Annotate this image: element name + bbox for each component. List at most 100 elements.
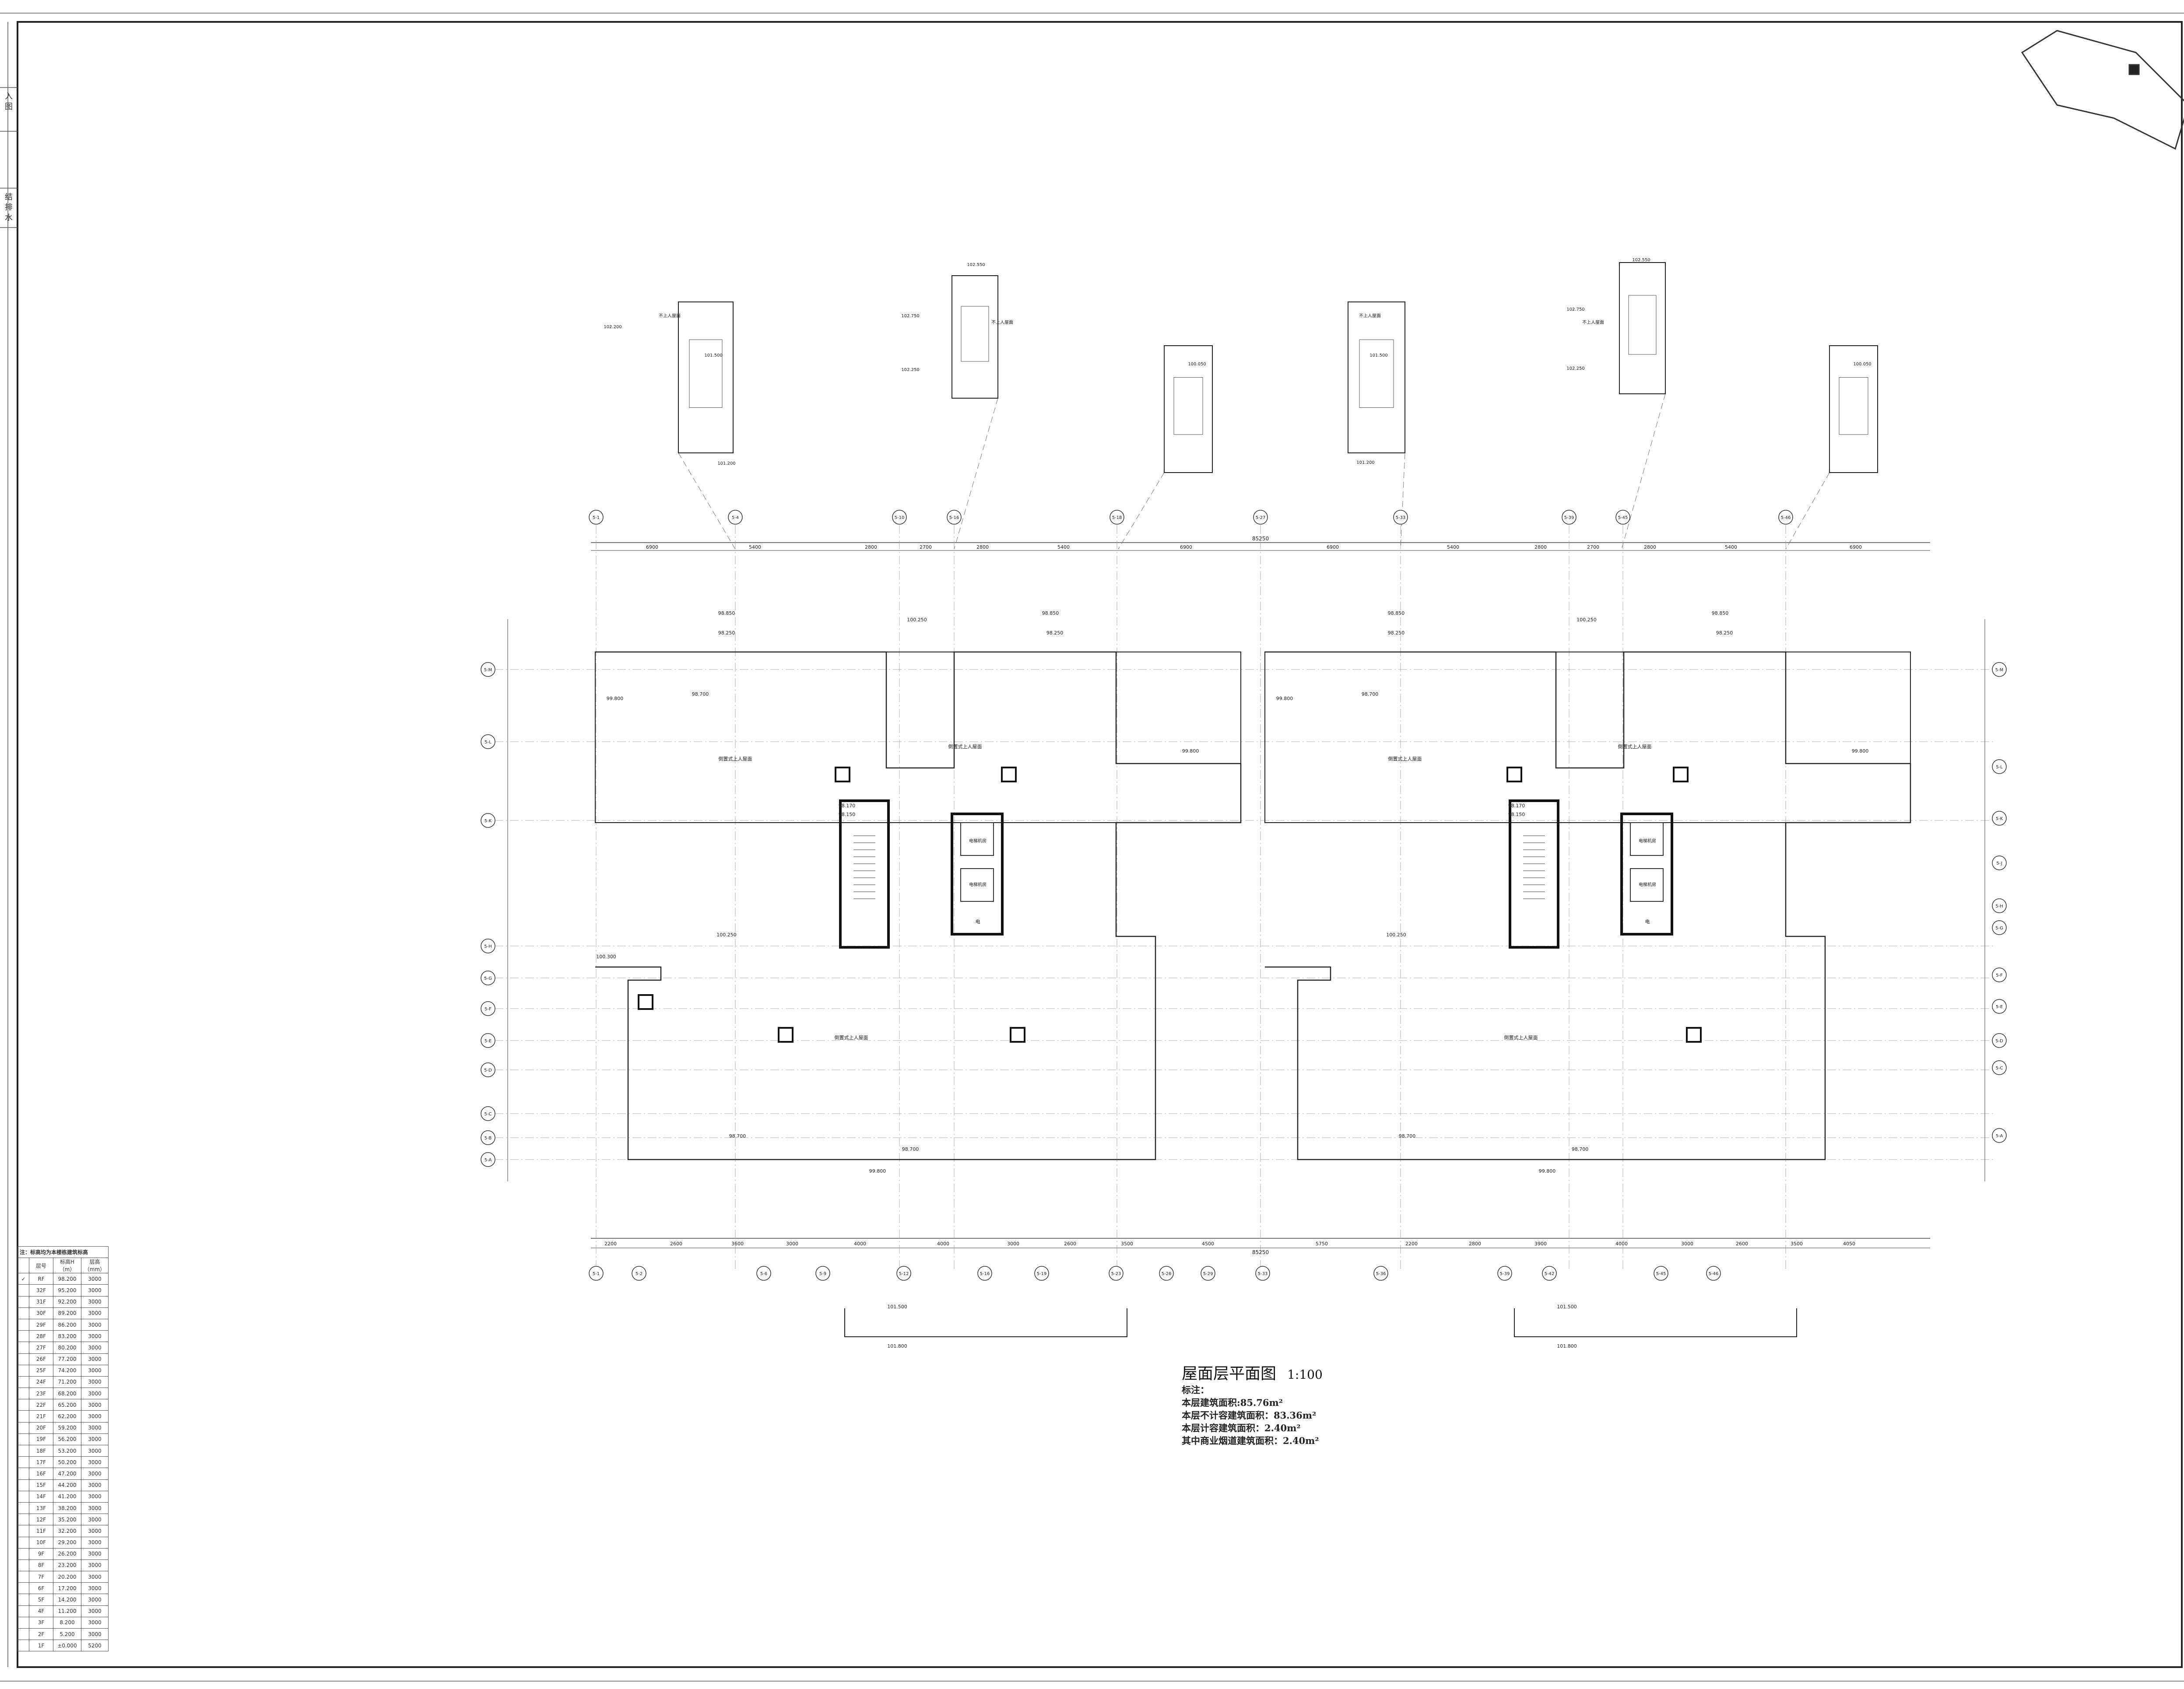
axis-right-0-bubble: [1992, 662, 2007, 677]
detail-room-label: 不上人屋面: [991, 320, 1013, 325]
table-cell: 3000: [81, 1594, 109, 1606]
axis-right-7-bubble: [1992, 999, 2007, 1014]
table-cell: 3000: [81, 1548, 109, 1560]
axis-bottom-2: 5-6: [760, 1272, 767, 1276]
detail-plan-c-inner: [1173, 377, 1203, 435]
bottom-dim-14: 4000: [1615, 1241, 1628, 1247]
axis-left-8-bubble: [481, 1106, 495, 1121]
top-dim-9: 2800: [1534, 544, 1547, 550]
axis-bottom-13: 5-42: [1545, 1272, 1555, 1276]
table-cell: 3000: [81, 1296, 109, 1308]
table-cell: [18, 1307, 29, 1319]
table-cell: 22F: [29, 1399, 53, 1411]
table-cell: [18, 1456, 29, 1468]
table-cell: 24F: [29, 1376, 53, 1388]
axis-top-9-bubble: [1778, 510, 1793, 525]
axis-right-4: 5-H: [1995, 904, 2003, 909]
table-cell: 3000: [81, 1514, 109, 1526]
table-cell: [18, 1318, 29, 1331]
elev-label: 101.500: [887, 1304, 907, 1310]
table-cell: [18, 1364, 29, 1377]
axis-bottom-3: 5-9: [819, 1272, 826, 1276]
table-cell: 11.200: [53, 1605, 81, 1617]
table-cell: 3000: [81, 1582, 109, 1594]
unit-outline: [595, 651, 1242, 1160]
table-cell: 71.200: [53, 1376, 81, 1388]
top-dim-1: 5400: [749, 544, 761, 550]
axis-left-10: 5-A: [485, 1158, 492, 1163]
table-cell: 3000: [81, 1571, 109, 1583]
axis-left-5: 5-F: [485, 1007, 492, 1012]
area-line-1: 本层建筑面积:85.76m²: [1182, 1397, 1283, 1408]
axis-left-0-bubble: [481, 662, 495, 677]
table-cell: 14F: [29, 1490, 53, 1503]
axis-top-1-bubble: [728, 510, 743, 525]
axis-bottom-9: 5-29: [1203, 1272, 1213, 1276]
bottom-total-dim: 85250: [1252, 1249, 1269, 1255]
table-cell: 3000: [81, 1388, 109, 1400]
elev-label: 98.850: [1712, 610, 1729, 616]
table-header: 层号: [29, 1258, 53, 1274]
bottom-dim-18: 4050: [1843, 1241, 1855, 1247]
axis-bottom-13-bubble: [1542, 1266, 1557, 1281]
elev-label: 98.170: [839, 803, 856, 809]
detail-elev: 102.250: [901, 368, 919, 372]
axis-bottom-4-bubble: [896, 1266, 911, 1281]
bottom-dim-9: 4500: [1202, 1241, 1214, 1247]
axis-bottom-7-bubble: [1109, 1266, 1124, 1281]
detail-elev: 102.750: [1566, 307, 1584, 312]
table-cell: ✓: [18, 1273, 29, 1285]
axis-left-8: 5-C: [485, 1112, 492, 1117]
axis-left-3-bubble: [481, 939, 495, 953]
table-cell: 65.200: [53, 1399, 81, 1411]
bottom-dim-6: 3000: [1007, 1241, 1019, 1247]
axis-right-6-bubble: [1992, 967, 2007, 982]
axis-top-7: 5-39: [1564, 515, 1574, 520]
column-marker: [835, 767, 850, 782]
elev-label: 98.700: [692, 691, 709, 697]
axis-top-5: 5-27: [1256, 515, 1266, 520]
table-cell: 3000: [81, 1273, 109, 1285]
axis-bottom-4: 5-12: [899, 1272, 909, 1276]
axis-bottom-6: 5-19: [1037, 1272, 1047, 1276]
table-cell: 14.200: [53, 1594, 81, 1606]
axis-left-7: 5-D: [484, 1068, 492, 1073]
table-cell: 3000: [81, 1364, 109, 1377]
table-header: 标高H（m）: [53, 1258, 81, 1274]
elev-label: 99.800: [1182, 748, 1199, 754]
axis-right-1-bubble: [1992, 759, 2007, 774]
table-cell: 3000: [81, 1536, 109, 1549]
column-marker: [1506, 767, 1522, 782]
axis-bottom-15-bubble: [1706, 1266, 1721, 1281]
table-cell: [18, 1594, 29, 1606]
table-caption: 注：标高均为本楼栋建筑标高: [18, 1246, 109, 1258]
axis-left-1: 5-L: [485, 740, 492, 745]
axis-bottom-1-bubble: [632, 1266, 646, 1281]
table-cell: 21F: [29, 1410, 53, 1423]
detail-elev: 101.500: [704, 353, 722, 358]
axis-left-4-bubble: [481, 971, 495, 985]
detail-plan-e: [1619, 262, 1666, 394]
area-line-3: 本层计容建筑面积：2.40m²: [1182, 1423, 1301, 1433]
table-cell: [18, 1422, 29, 1434]
elevator-car: [960, 822, 994, 856]
axis-top-2: 5-10: [895, 515, 905, 520]
table-cell: [18, 1640, 29, 1652]
table-cell: [18, 1605, 29, 1617]
table-cell: 5F: [29, 1594, 53, 1606]
axis-right-1: 5-L: [1996, 765, 2003, 770]
table-cell: 50.200: [53, 1456, 81, 1468]
room-label: 电梯机房: [969, 882, 987, 887]
table-cell: 3000: [81, 1410, 109, 1423]
axis-right-8: 5-D: [1995, 1039, 2003, 1044]
